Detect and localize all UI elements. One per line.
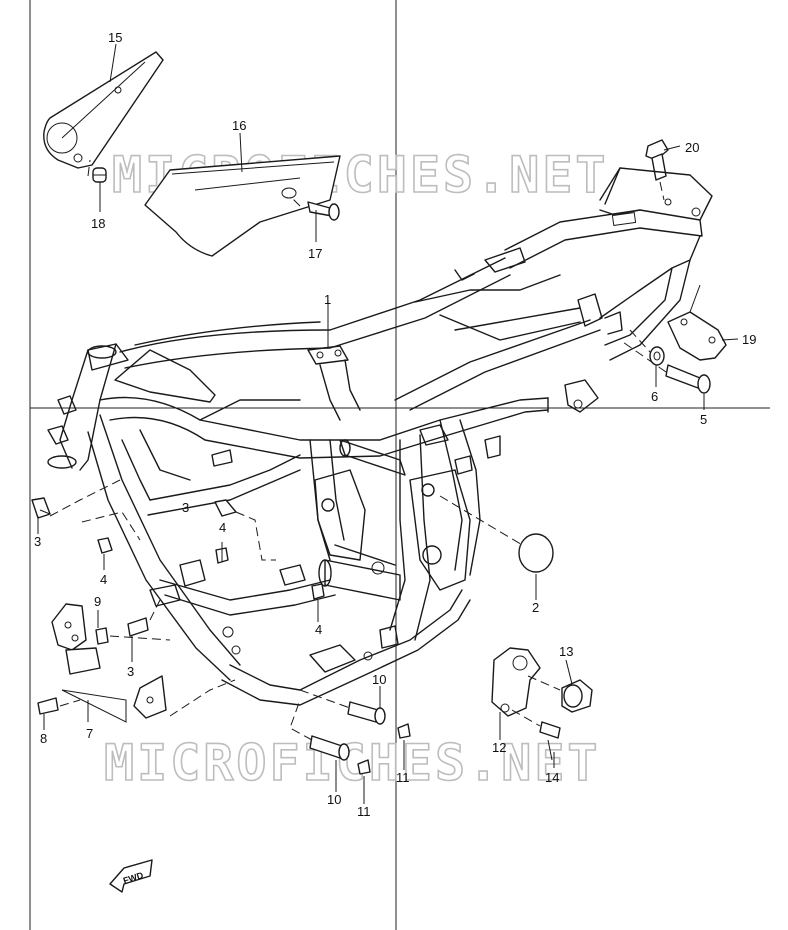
part-10-bolt-a (347, 701, 386, 725)
part-11-clip-b (357, 759, 371, 775)
callout-2: 2 (532, 600, 539, 615)
part-19-bracket (667, 284, 727, 361)
part-9-nut (95, 627, 109, 645)
part-7-mount-plates (51, 603, 167, 723)
part-2-cap (518, 533, 554, 573)
callout-3-c: 3 (127, 664, 134, 679)
part-3-bolt-b (214, 499, 237, 517)
callout-10-b: 10 (327, 792, 341, 807)
assembly-dashed-lines (49, 159, 667, 741)
callout-6: 6 (651, 389, 658, 404)
part-12-mount-bracket (491, 647, 541, 717)
callout-3-b: 3 (182, 500, 189, 515)
part-13-bushing (561, 679, 593, 713)
callout-10-a: 10 (372, 672, 386, 687)
leader-lines (37, 43, 739, 804)
callout-16: 16 (232, 118, 246, 133)
callout-1: 1 (324, 292, 331, 307)
callout-11-b: 11 (357, 804, 371, 819)
callout-4-c: 4 (315, 622, 322, 637)
callout-4-a: 4 (100, 572, 107, 587)
part-8-bolt (37, 697, 59, 715)
watermark-bottom: MICROFICHES.NET (104, 734, 601, 792)
callout-labels: 15 16 18 17 20 1 19 6 5 2 3 4 3 4 4 9 3 … (34, 30, 756, 819)
part-20-bolt (645, 139, 669, 181)
part-15-head-cover (43, 51, 164, 169)
part-3-bolt-a (31, 497, 51, 519)
part-16-side-cover (144, 155, 341, 257)
callout-20: 20 (685, 140, 699, 155)
callout-13: 13 (559, 644, 573, 659)
part-4-nut-a (97, 537, 113, 554)
callout-5: 5 (700, 412, 707, 427)
part-18-grommet (92, 167, 107, 183)
callout-18: 18 (91, 216, 105, 231)
part-4-nut-c (311, 583, 325, 600)
callout-12: 12 (492, 740, 506, 755)
callout-11-a: 11 (396, 770, 410, 785)
part-3-bolt-c (127, 617, 149, 637)
part-17-screw (307, 201, 340, 221)
part-14-bolt (539, 721, 561, 761)
part-10-bolt-b (309, 735, 350, 761)
callout-19: 19 (742, 332, 756, 347)
callout-7: 7 (86, 726, 93, 741)
sheet-guides (29, 0, 770, 930)
callout-15: 15 (108, 30, 122, 45)
part-11-clip-a (397, 723, 411, 739)
part-5-bolt (665, 364, 711, 394)
callout-3-a: 3 (34, 534, 41, 549)
callout-17: 17 (308, 246, 322, 261)
part-6-washer (649, 346, 665, 366)
callout-8: 8 (40, 731, 47, 746)
fwd-arrow-icon: FWD (109, 859, 153, 893)
callout-14: 14 (545, 770, 559, 785)
callout-4-b: 4 (219, 520, 226, 535)
callout-9: 9 (94, 594, 101, 609)
part-1-frame (47, 167, 713, 706)
